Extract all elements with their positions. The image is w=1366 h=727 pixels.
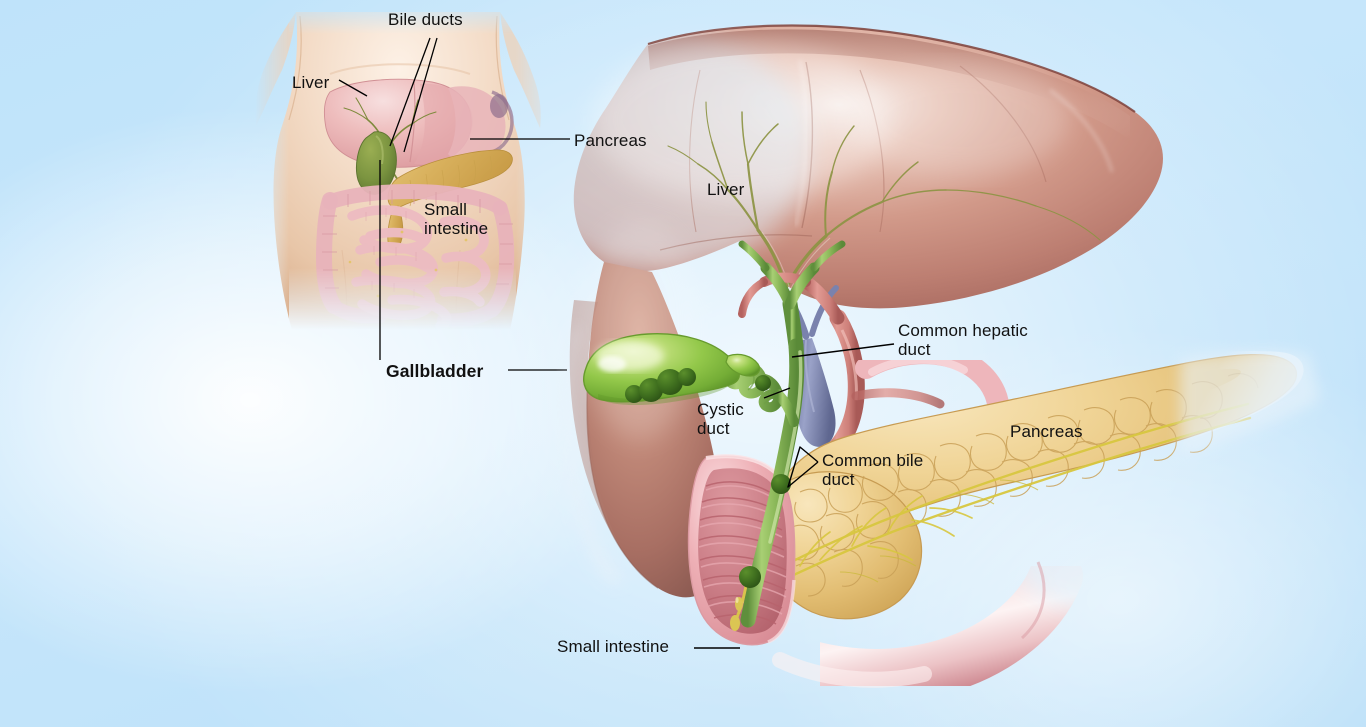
liver: [563, 24, 1163, 598]
main-leader-lines: [694, 343, 895, 649]
label-common-hepatic-duct: Common hepatic duct: [898, 321, 1028, 359]
leader-bile-ducts-2: [403, 37, 438, 153]
gallbladder: [583, 333, 761, 406]
pancreas: [755, 350, 1320, 620]
label-cystic-duct: Cystic duct: [697, 400, 744, 438]
gallstone: [678, 368, 696, 386]
inset-torso-figure: [255, 12, 541, 331]
gallstone: [639, 378, 663, 402]
gallstone-ampulla: [739, 566, 761, 588]
gallstone: [625, 385, 643, 403]
inset-intestines: [315, 183, 515, 331]
gallbladder-neck: [725, 353, 761, 377]
gallstone-cystic-duct: [755, 375, 771, 391]
gallstones: [625, 368, 791, 588]
gallstone-common-bile-duct: [771, 474, 791, 494]
cystic-duct: [715, 356, 784, 413]
leader-bile-ducts-1: [389, 37, 431, 147]
inset-label-liver: Liver: [292, 73, 330, 92]
inset-leader-lines: [338, 37, 570, 371]
inset-label-gallbladder: Gallbladder: [386, 361, 484, 381]
inset-label-small-intestine: Small intestine: [424, 200, 489, 238]
leader-cystic-duct: [763, 387, 791, 399]
label-pancreas: Pancreas: [1010, 422, 1083, 441]
gallstone: [657, 369, 683, 395]
inset-label-pancreas: Pancreas: [574, 131, 647, 150]
inset-label-bile-ducts: Bile ducts: [388, 10, 463, 29]
leader-common-hepatic-duct: [791, 343, 895, 358]
leader-common-bile-duct: [787, 446, 819, 488]
bile-flow: [730, 584, 748, 631]
leader-liver-inset: [338, 79, 368, 97]
label-common-bile-duct: Common bile duct: [822, 451, 924, 489]
label-small-intestine: Small intestine: [557, 637, 670, 656]
label-liver: Liver: [707, 180, 745, 199]
